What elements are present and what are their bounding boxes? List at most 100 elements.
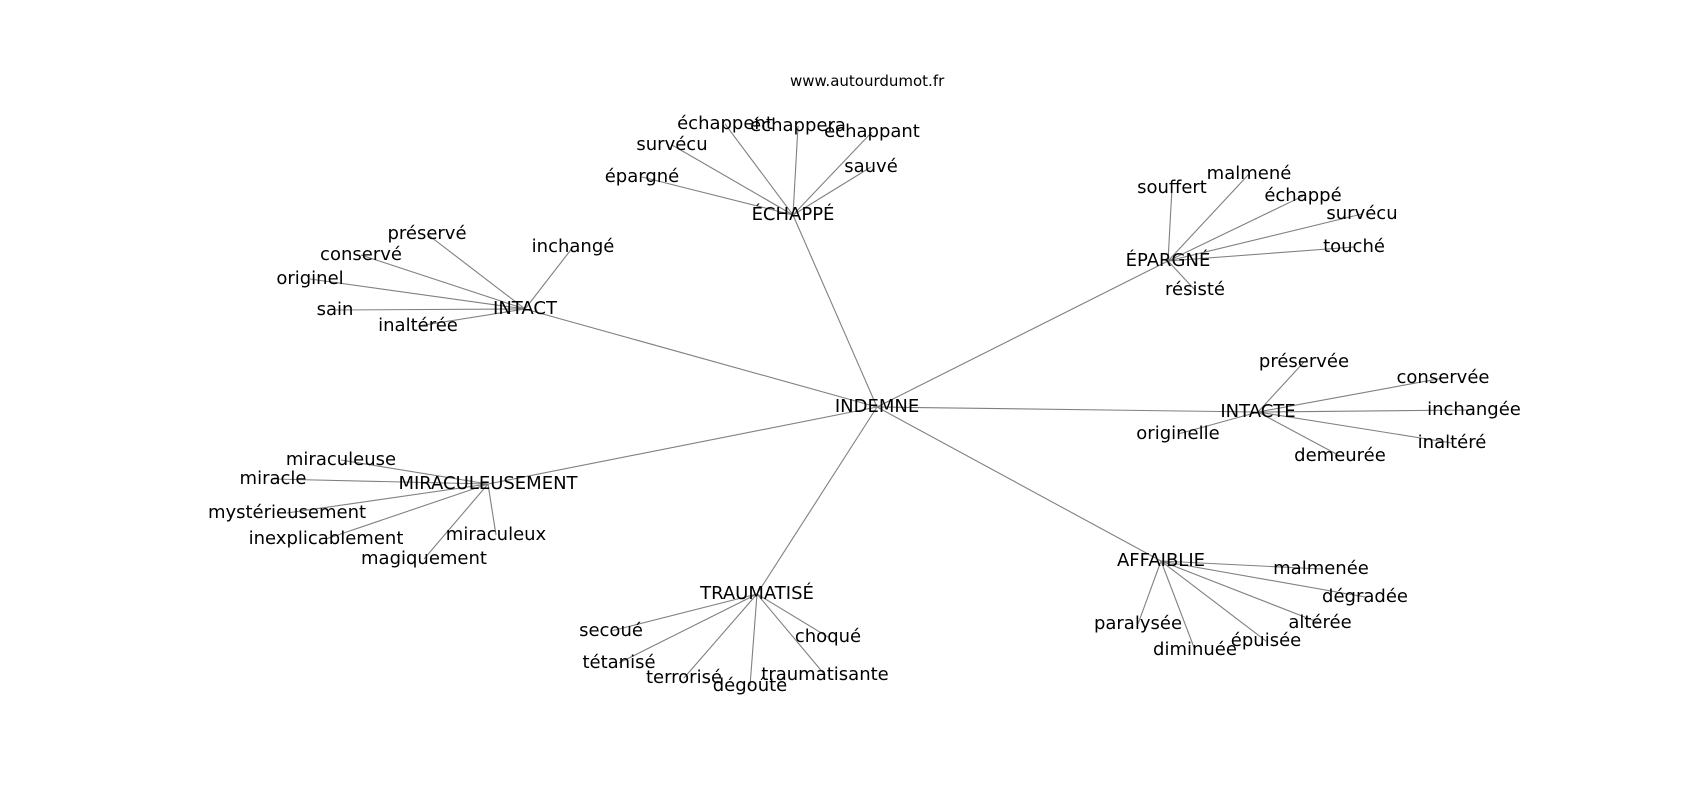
leaf-word[interactable]: magiquement bbox=[361, 548, 487, 569]
edge-epargne-leaf-0 bbox=[1167, 187, 1173, 262]
edge-center-affaiblie bbox=[876, 406, 1162, 562]
edge-traumatise-leaf-1 bbox=[618, 593, 758, 664]
edge-intacte-leaf-1 bbox=[1257, 377, 1444, 413]
leaf-word[interactable]: conservée bbox=[1397, 367, 1490, 388]
hub-word-epargne[interactable]: ÉPARGNÉ bbox=[1126, 249, 1211, 271]
leaf-word[interactable]: malmenée bbox=[1273, 558, 1369, 579]
leaf-word[interactable]: souffert bbox=[1137, 177, 1207, 198]
leaf-word[interactable]: mystérieusement bbox=[208, 502, 366, 523]
leaf-word[interactable]: secoué bbox=[579, 620, 643, 641]
edge-intact-leaf-2 bbox=[360, 254, 526, 310]
edge-center-intact bbox=[524, 308, 878, 408]
site-watermark: www.autourdumot.fr bbox=[790, 72, 945, 90]
edge-epargne-leaf-2 bbox=[1167, 195, 1304, 262]
leaf-word[interactable]: miraculeux bbox=[446, 524, 547, 545]
leaf-word[interactable]: conservé bbox=[320, 244, 402, 265]
leaf-word[interactable]: choqué bbox=[795, 626, 861, 647]
edge-traumatise-leaf-0 bbox=[610, 593, 758, 632]
edge-center-epargne bbox=[876, 260, 1169, 408]
edge-center-intacte bbox=[876, 406, 1259, 413]
edge-intacte-leaf-4 bbox=[1257, 411, 1341, 457]
hub-word-affaiblie[interactable]: AFFAIBLIE bbox=[1117, 550, 1205, 571]
leaf-word[interactable]: préservé bbox=[387, 223, 466, 244]
edge-affaiblie-leaf-3 bbox=[1160, 560, 1267, 642]
hub-word-intacte[interactable]: INTACTE bbox=[1220, 401, 1295, 422]
edge-echappe-leaf-0 bbox=[724, 123, 794, 216]
edge-miraculeusement-leaf-2 bbox=[286, 483, 489, 514]
edge-affaiblie-leaf-5 bbox=[1137, 560, 1162, 625]
edge-miraculeusement-leaf-3 bbox=[325, 483, 489, 540]
leaf-word[interactable]: altérée bbox=[1288, 612, 1351, 633]
edge-intact-leaf-3 bbox=[309, 278, 526, 310]
leaf-word[interactable]: inaltérée bbox=[378, 315, 458, 336]
edge-miraculeusement-leaf-5 bbox=[487, 483, 497, 536]
edge-traumatise-leaf-4 bbox=[756, 593, 826, 676]
edge-intact-leaf-1 bbox=[524, 246, 574, 310]
leaf-word[interactable]: inchangée bbox=[1427, 399, 1521, 420]
edges-layer bbox=[272, 123, 1475, 687]
leaf-word[interactable]: malmené bbox=[1207, 163, 1292, 184]
leaf-word[interactable]: échappera bbox=[750, 115, 846, 136]
leaf-word[interactable]: survécu bbox=[1326, 203, 1397, 224]
edge-intacte-leaf-5 bbox=[1177, 411, 1259, 435]
edge-intact-leaf-4 bbox=[334, 308, 526, 311]
edge-echappe-leaf-5 bbox=[641, 176, 794, 216]
leaf-word[interactable]: dégoûté bbox=[713, 675, 787, 696]
hub-word-intact[interactable]: INTACT bbox=[493, 298, 558, 319]
leaf-word[interactable]: touché bbox=[1323, 236, 1385, 257]
leaf-word[interactable]: survécu bbox=[636, 134, 707, 155]
leaf-word[interactable]: traumatisante bbox=[761, 664, 888, 685]
edge-intacte-leaf-3 bbox=[1257, 411, 1453, 444]
edge-epargne-leaf-3 bbox=[1167, 213, 1363, 262]
hub-word-echappe[interactable]: ÉCHAPPÉ bbox=[752, 203, 835, 225]
edge-echappe-leaf-2 bbox=[792, 131, 873, 216]
edge-affaiblie-leaf-2 bbox=[1160, 560, 1321, 624]
leaf-word[interactable]: originelle bbox=[1136, 423, 1219, 444]
edge-echappe-leaf-3 bbox=[671, 144, 794, 216]
leaf-word[interactable]: inaltéré bbox=[1418, 432, 1487, 453]
edge-epargne-leaf-4 bbox=[1167, 246, 1355, 262]
edge-center-miraculeusement bbox=[487, 406, 878, 485]
leaf-word[interactable]: miraculeuse bbox=[286, 449, 396, 470]
leaf-word[interactable]: tétanisé bbox=[582, 652, 655, 673]
edge-intacte-leaf-2 bbox=[1257, 409, 1475, 413]
hub-word-traumatise[interactable]: TRAUMATISÉ bbox=[699, 582, 814, 604]
leaf-word[interactable]: échappant bbox=[824, 121, 920, 142]
edge-center-echappe bbox=[792, 214, 878, 408]
leaf-word[interactable]: inexplicablement bbox=[249, 528, 404, 549]
edge-miraculeusement-leaf-0 bbox=[340, 459, 489, 485]
leaf-word[interactable]: sauvé bbox=[844, 156, 898, 177]
edge-affaiblie-leaf-0 bbox=[1160, 560, 1322, 570]
edge-miraculeusement-leaf-4 bbox=[423, 483, 489, 560]
edge-intacte-leaf-0 bbox=[1257, 361, 1305, 413]
edge-intact-leaf-0 bbox=[426, 233, 526, 310]
edge-epargne-leaf-1 bbox=[1167, 173, 1250, 262]
leaf-word[interactable]: demeurée bbox=[1294, 445, 1386, 466]
edge-traumatise-leaf-2 bbox=[683, 593, 758, 679]
edge-traumatise-leaf-3 bbox=[749, 593, 758, 687]
leaf-word[interactable]: échappé bbox=[1264, 185, 1341, 206]
edge-miraculeusement-leaf-1 bbox=[272, 478, 489, 485]
leaf-word[interactable]: résisté bbox=[1165, 279, 1225, 300]
leaf-word[interactable]: épuisée bbox=[1231, 630, 1301, 651]
leaf-word[interactable]: paralysée bbox=[1094, 613, 1182, 634]
edge-intact-leaf-5 bbox=[417, 308, 526, 327]
leaf-word[interactable]: inchangé bbox=[532, 236, 615, 257]
leaf-word[interactable]: préservée bbox=[1259, 351, 1349, 372]
leaf-word[interactable]: échappent bbox=[677, 113, 773, 134]
edge-echappe-leaf-4 bbox=[792, 166, 872, 216]
leaf-word[interactable]: originel bbox=[276, 268, 343, 289]
leaf-word[interactable]: miracle bbox=[240, 468, 307, 489]
edge-affaiblie-leaf-1 bbox=[1160, 560, 1366, 598]
center-word[interactable]: INDEMNE bbox=[835, 396, 919, 417]
hub-word-miraculeusement[interactable]: MIRACULEUSEMENT bbox=[398, 473, 578, 494]
leaf-word[interactable]: dégradée bbox=[1322, 586, 1408, 607]
leaf-word[interactable]: sain bbox=[317, 299, 354, 320]
edge-epargne-leaf-5 bbox=[1167, 260, 1196, 291]
edge-traumatise-leaf-5 bbox=[756, 593, 829, 638]
edge-echappe-leaf-1 bbox=[792, 125, 799, 216]
leaf-word[interactable]: terrorisé bbox=[646, 667, 722, 688]
leaf-word[interactable]: épargné bbox=[605, 166, 680, 187]
leaf-word[interactable]: diminuée bbox=[1153, 639, 1237, 660]
